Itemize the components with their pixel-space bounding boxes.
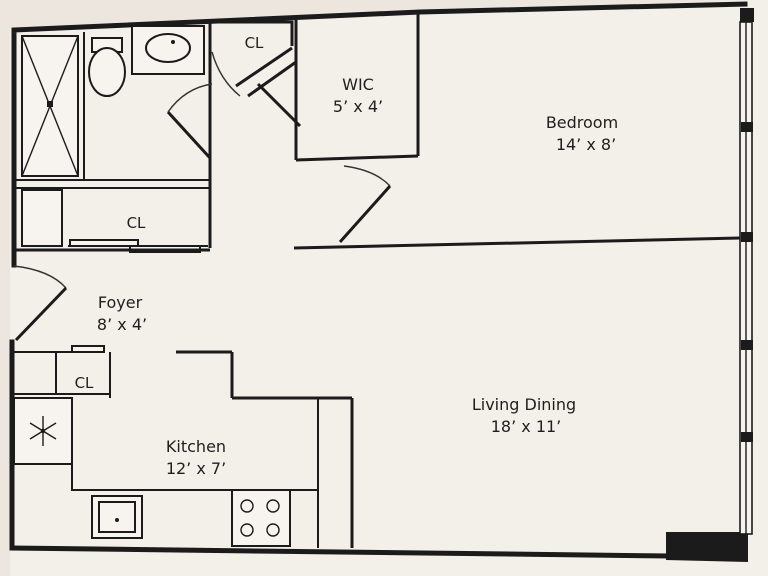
entry	[13, 265, 68, 342]
shower-icon	[21, 35, 79, 177]
hall-closet-label: CL	[245, 34, 264, 52]
living-dining-name: Living Dining	[472, 395, 576, 414]
bedroom-partition	[293, 236, 741, 250]
window-strip	[739, 8, 754, 535]
foyer-name: Foyer	[98, 293, 143, 312]
wic-name: WIC	[342, 75, 374, 94]
sink-icon	[91, 495, 143, 539]
kitchen-closet-label: CL	[75, 374, 94, 392]
closet-door[interactable]	[69, 239, 139, 247]
toilet-icon	[88, 37, 126, 97]
wic-door[interactable]	[256, 82, 302, 128]
plan-paper	[10, 0, 768, 576]
hall-closet	[211, 20, 297, 98]
kitchen-name: Kitchen	[166, 437, 226, 456]
closet-door[interactable]	[71, 345, 105, 353]
kitchen-size: 12’ x 7’	[166, 459, 226, 478]
bath-closet-label: CL	[127, 214, 146, 232]
stove-burner-icon	[231, 489, 291, 547]
bedroom-door[interactable]	[338, 185, 392, 243]
foyer-size: 8’ x 4’	[97, 315, 147, 334]
bath-door[interactable]	[166, 110, 212, 160]
entry-door[interactable]	[14, 286, 68, 342]
wic-size: 5’ x 4’	[333, 97, 383, 116]
walk-in-closet	[256, 12, 420, 243]
bedroom-size: 14’ x 8’	[556, 135, 616, 154]
living-dining-size: 18’ x 11’	[491, 417, 562, 436]
bathroom	[16, 22, 213, 253]
closet-door[interactable]	[247, 60, 297, 98]
bedroom-name: Bedroom	[546, 113, 618, 132]
snowflake-icon	[13, 397, 73, 465]
kitchen	[13, 345, 354, 548]
linen-cabinet	[21, 189, 63, 247]
sink-icon-bath	[131, 25, 205, 75]
